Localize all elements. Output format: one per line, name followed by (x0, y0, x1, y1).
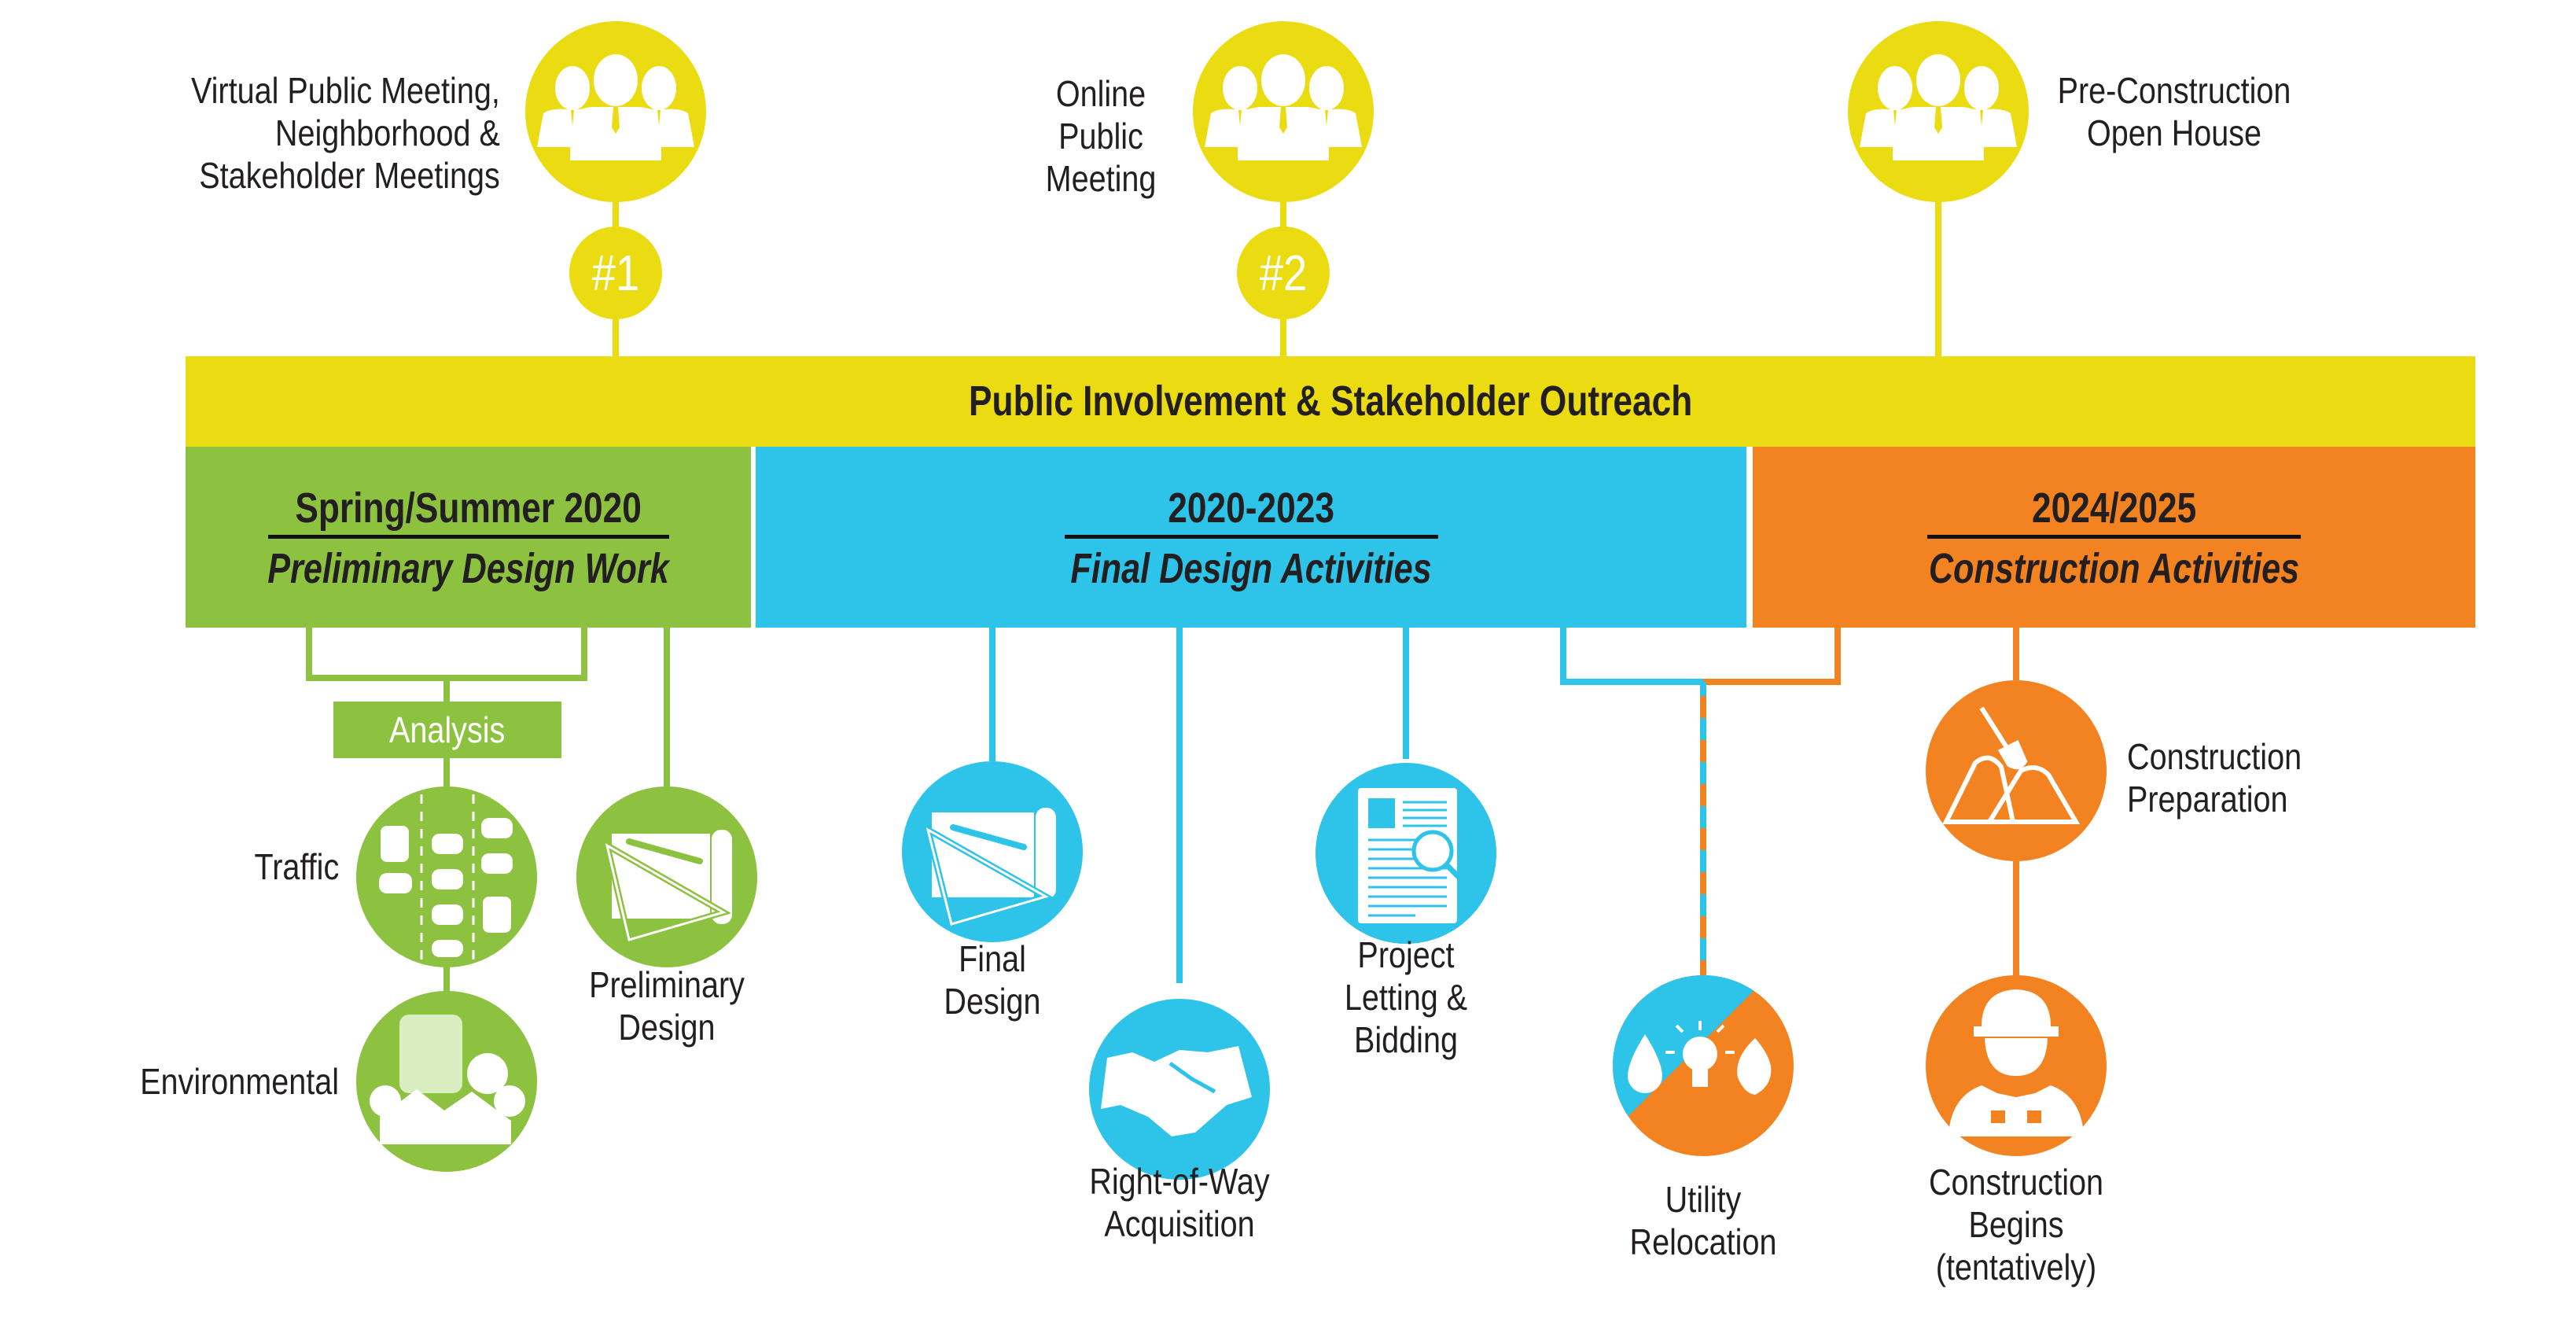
outreach-band (186, 356, 2475, 447)
phase-1-header: Spring/Summer 2020 Preliminary Design Wo… (186, 447, 751, 628)
document-search-icon (1358, 788, 1467, 923)
environmental-node (356, 991, 537, 1172)
meeting-1-node (525, 21, 706, 319)
construction-begins-label: Construction Begins (tentatively) (1918, 1161, 2114, 1288)
meeting-3-node (1848, 21, 2029, 202)
environmental-label: Environmental (140, 1060, 339, 1103)
phase-3-connectors (1703, 628, 2019, 979)
meeting-1-label-line: Neighborhood & (275, 112, 500, 153)
outreach-band-title: Public Involvement & Stakeholder Outreac… (186, 356, 2475, 447)
construction-prep-label: Construction Preparation (2127, 735, 2302, 820)
meeting-2-node (1193, 21, 1374, 319)
final-design-label-line: Final (959, 938, 1026, 979)
design-tools-icon (602, 830, 732, 945)
meeting-1-label-line: Virtual Public Meeting, (191, 70, 500, 111)
construction-begins-label-line: (tentatively) (1935, 1247, 2097, 1287)
utility-relocation-label: Utility Relocation (1622, 1178, 1784, 1263)
meeting-3-label-line: Open House (2086, 112, 2262, 153)
meeting-number-badge (569, 227, 662, 319)
construction-prep-label-line: Preparation (2127, 779, 2288, 820)
phase-1-period: Spring/Summer 2020 (295, 484, 642, 532)
environmental-label-line: Environmental (140, 1061, 339, 1102)
traffic-label-line: Traffic (254, 846, 339, 887)
right-of-way-node (1089, 999, 1270, 1180)
construction-begins-label-line: Construction (1928, 1162, 2104, 1203)
traffic-node (356, 786, 537, 967)
right-of-way-label: Right-of-Way Acquisition (1078, 1160, 1281, 1245)
meeting-3-label: Pre-Construction Open House (2049, 69, 2299, 154)
blueprint-icon (922, 808, 1056, 929)
project-letting-label-line: Project (1357, 934, 1455, 975)
preliminary-design-label: Preliminary Design (579, 963, 755, 1048)
construction-begins-node (1926, 975, 2107, 1156)
preliminary-design-label-line: Preliminary (589, 964, 745, 1005)
preliminary-design-node (576, 786, 757, 967)
preliminary-design-label-line: Design (618, 1007, 716, 1048)
project-letting-label-line: Letting & (1344, 977, 1468, 1018)
phase-2-connectors (989, 628, 1703, 983)
meeting-1-label-line: Stakeholder Meetings (199, 155, 500, 196)
traffic-label: Traffic (254, 845, 339, 888)
handshake-icon (1101, 1046, 1252, 1136)
phase-1-connectors (306, 628, 670, 993)
utilities-icon (1628, 1021, 1772, 1095)
construction-worker-icon (1949, 989, 2084, 1136)
meeting-2-label-line: Public (1058, 116, 1143, 157)
phase-3-period: 2024/2025 (2031, 484, 2197, 532)
final-design-label: Final Design (925, 937, 1060, 1022)
project-letting-label: Project Letting & Bidding (1325, 934, 1487, 1061)
meeting-3-label-line: Pre-Construction (2057, 70, 2291, 111)
traffic-icon (379, 794, 513, 960)
shovel-dirt-icon (1942, 706, 2081, 824)
meeting-2-number: #2 (1259, 245, 1308, 301)
construction-prep-label-line: Construction (2127, 736, 2302, 777)
project-letting-node (1316, 763, 1496, 944)
analysis-label-text: Analysis (389, 709, 506, 750)
phase-2-divider (1064, 535, 1438, 539)
meeting-1-label: Virtual Public Meeting, Neighborhood & S… (191, 69, 500, 197)
phase-2-period: 2020-2023 (1168, 484, 1334, 532)
phase-3-header: 2024/2025 Construction Activities (1753, 447, 2475, 628)
meeting-2-label-line: Meeting (1045, 158, 1157, 199)
environmental-icon (370, 1015, 525, 1144)
outreach-band-title-text: Public Involvement & Stakeholder Outreac… (968, 378, 1693, 425)
phase-2-activity: Final Design Activities (1070, 545, 1432, 592)
phase-1-divider (267, 535, 669, 539)
meeting-number-badge (1237, 227, 1330, 319)
right-of-way-label-line: Acquisition (1104, 1203, 1255, 1244)
utility-relocation-label-line: Relocation (1629, 1221, 1777, 1262)
meeting-1-number: #1 (591, 245, 640, 301)
construction-begins-label-line: Begins (1968, 1204, 2064, 1245)
meeting-2-label-line: Online (1055, 73, 1146, 114)
utility-relocation-label-line: Utility (1665, 1179, 1742, 1220)
final-design-label-line: Design (944, 981, 1041, 1022)
phase-3-divider (1927, 535, 2301, 539)
final-design-node (902, 761, 1083, 942)
phase-3-activity: Construction Activities (1928, 545, 2300, 592)
project-letting-label-line: Bidding (1354, 1019, 1458, 1060)
phase-1-activity: Preliminary Design Work (267, 545, 669, 592)
meeting-2-label: Online Public Meeting (1033, 72, 1168, 200)
phase-2-header: 2020-2023 Final Design Activities (756, 447, 1746, 628)
utility-relocation-node (1613, 975, 1794, 1156)
analysis-label: Analysis (333, 702, 561, 758)
construction-prep-node (1926, 680, 2107, 861)
right-of-way-label-line: Right-of-Way (1089, 1161, 1270, 1202)
